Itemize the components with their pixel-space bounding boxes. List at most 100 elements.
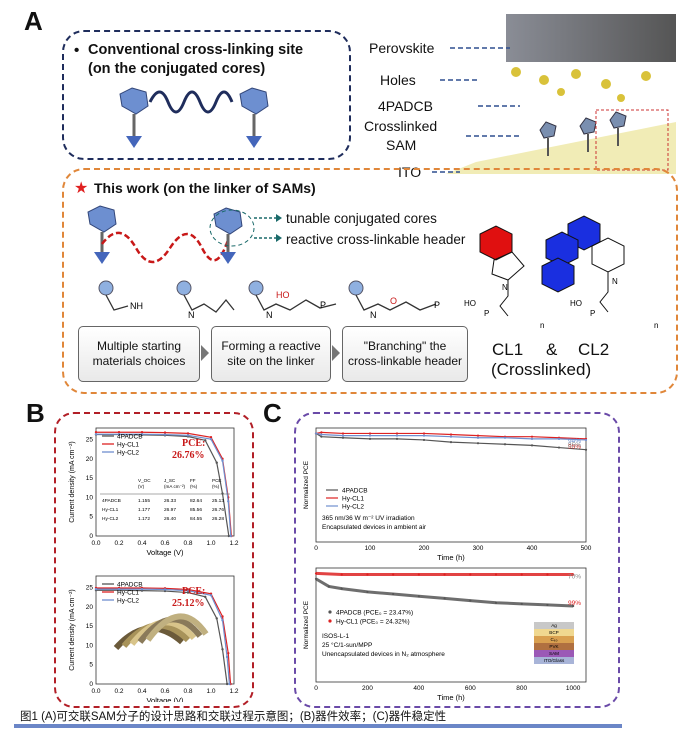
device-stack-label: SAM <box>549 651 559 656</box>
uv-point <box>449 435 453 438</box>
conventional-subtitle: (on the conjugated cores) <box>88 61 266 77</box>
mpp-end-label: 70% <box>568 574 581 581</box>
jv-bottom-xtick-label: 0.8 <box>183 688 192 695</box>
uv-note-2: Encapsulated devices in ambient air <box>322 524 427 531</box>
this-work-box <box>62 168 678 394</box>
uv-legend-label: Hy-CL1 <box>342 496 364 503</box>
jv-bottom-point <box>225 655 229 659</box>
flexible-device-illustration <box>113 613 209 651</box>
jv-top-legend-label: Hy-CL1 <box>117 442 139 449</box>
jv-table-header: (mA cm⁻²) <box>164 484 186 489</box>
label-holes: Holes <box>380 72 416 88</box>
jv-top-point <box>186 432 190 435</box>
bullet: • <box>74 42 80 59</box>
cl2-p: P <box>590 309 595 318</box>
jv-top-xtick-label: 0.6 <box>160 540 169 547</box>
jv-top-point <box>186 434 190 437</box>
jv-table-cell: 26.33 <box>164 498 176 504</box>
mpp-axes-frame <box>315 567 587 683</box>
device-stack-layer <box>534 643 574 650</box>
uv-point <box>422 434 426 437</box>
uv-point <box>584 448 588 451</box>
jv-table-header: (V) <box>138 484 145 489</box>
jv-bottom-xtick-label: 1.2 <box>229 688 238 695</box>
jv-bottom-xtick-label: 0.4 <box>137 688 146 695</box>
uv-point <box>503 443 507 446</box>
jv-bottom-legend-label: Hy-CL2 <box>117 598 139 605</box>
mpp-legend-marker <box>328 619 332 623</box>
uv-point <box>584 438 588 442</box>
chem-o: O <box>390 296 397 306</box>
panel-c-letter: C <box>263 398 282 428</box>
uv-series-2 <box>315 432 587 441</box>
uv-xtick-label: 400 <box>527 545 538 552</box>
star-icon: ★ <box>74 180 89 197</box>
mpp-xtick-label: 0 <box>314 685 318 692</box>
jv-table-header: FF <box>190 478 196 483</box>
jv-top-ytick-label: 5 <box>89 514 93 521</box>
jv-top-point <box>227 500 230 503</box>
mpp-point <box>366 590 369 593</box>
jv-top-point <box>204 439 207 442</box>
mpp-xtick-label: 400 <box>413 685 424 692</box>
label-perovskite: Perovskite <box>369 40 435 56</box>
jv-top-point <box>229 534 232 538</box>
jv-bottom-ytick-label: 5 <box>89 662 93 669</box>
mpp-point <box>392 592 395 596</box>
uv-point <box>341 432 345 435</box>
uv-point <box>557 437 561 440</box>
uv-point <box>368 434 372 437</box>
arrows-icon <box>254 214 282 242</box>
perovskite-structure-illustration <box>446 14 676 174</box>
mpp-legend-marker <box>328 610 332 614</box>
uv-point <box>503 436 507 439</box>
jv-table-header: J_SC <box>164 478 176 483</box>
jv-table-header: (%) <box>212 484 220 489</box>
jv-bottom-point <box>117 587 121 591</box>
uv-point <box>476 434 480 437</box>
mpp-point <box>546 603 549 607</box>
device-stack-layer <box>534 622 574 629</box>
jv-bottom-pce-label: PCE: <box>182 586 205 597</box>
device-stack-label: C₆₀ <box>550 637 557 642</box>
jv-bottom-series-4padcb <box>96 589 228 685</box>
jv-bottom-ytick-label: 15 <box>86 623 94 630</box>
jv-top-point <box>94 432 98 436</box>
jv-bottom-legend-label: 4PADCB <box>117 582 143 589</box>
device-stack-layer <box>534 629 574 636</box>
mpp-ylabel: Normalized PCE <box>303 600 310 649</box>
mpp-point <box>520 573 523 576</box>
jv-table-header: PCE <box>212 478 221 483</box>
mpp-legend-label: 4PADCB (PCE₀ = 23.47%) <box>336 610 413 617</box>
flexible-device-strip <box>145 613 209 642</box>
cl2-label: CL2 <box>578 340 610 359</box>
uv-point <box>320 431 323 434</box>
mpp-point <box>494 573 498 576</box>
cl2-n-sub: n <box>654 321 658 330</box>
mpp-point <box>546 573 549 576</box>
jv-top-ytick-label: 25 <box>86 437 94 444</box>
reaction-chemistry-illustration: NH N N HO P N O P <box>98 280 440 320</box>
chem-p2: P <box>434 300 440 310</box>
uv-point <box>530 437 534 440</box>
jv-top-point <box>94 431 98 434</box>
uv-series-1 <box>315 431 587 440</box>
linker-molecule-illustration <box>87 205 255 264</box>
cl1-n-sub: n <box>540 321 544 330</box>
jv-top-xtick-label: 0.2 <box>114 540 123 547</box>
step-arrow-1 <box>201 345 209 361</box>
uv-xtick-label: 100 <box>365 545 376 552</box>
uv-xtick-label: 200 <box>419 545 430 552</box>
uv-xtick-label: 0 <box>314 545 318 552</box>
uv-note-1: 365 nm/36 W m⁻² UV irradiation <box>322 515 415 522</box>
jv-bottom-xtick-label: 0.2 <box>114 688 123 695</box>
uv-point <box>320 433 323 436</box>
uv-point <box>368 437 372 440</box>
jv-top-point <box>209 437 213 441</box>
jv-table-cell: 26.40 <box>164 516 176 522</box>
conventional-box <box>62 30 351 160</box>
cl1-label: CL1 <box>492 340 524 359</box>
jv-bottom-axes-frame <box>95 575 235 685</box>
jv-top-point <box>163 431 167 434</box>
